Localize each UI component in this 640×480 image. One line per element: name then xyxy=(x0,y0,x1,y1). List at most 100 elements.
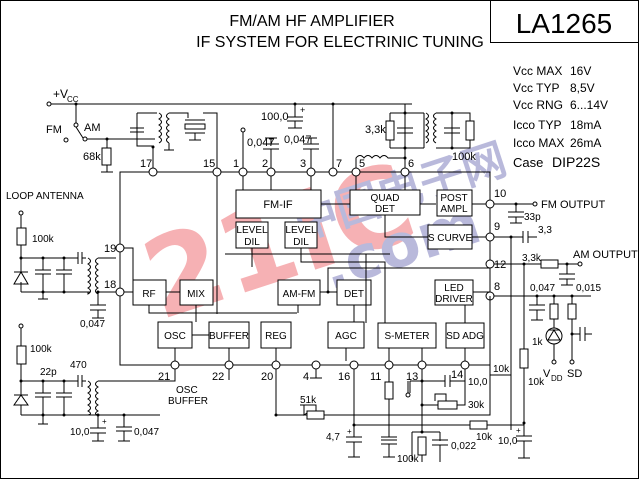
pin-19: 19 xyxy=(104,243,116,255)
output-network: FM OUTPUT 33p 3,3 3,3k AM OUTPUT 0,015 0… xyxy=(489,199,638,459)
top-pins: 17 15 1 2 3 7 5 6 xyxy=(140,158,414,177)
c-0022-label: 0,022 xyxy=(451,441,476,452)
spec-label: Case xyxy=(513,155,543,170)
c-10-0-p14-label: 10,0 xyxy=(468,377,488,388)
pin-9: 9 xyxy=(494,221,500,233)
block-mix: MIX xyxy=(179,279,214,306)
pin-15: 15 xyxy=(203,158,215,170)
r-10k-c-label: 10k xyxy=(476,432,493,443)
block-label: REG xyxy=(265,331,287,342)
block-label: LED xyxy=(444,283,463,294)
block-label: AM-FM xyxy=(283,289,316,300)
block-label: S-METER xyxy=(385,331,430,342)
pin-8: 8 xyxy=(494,281,500,293)
svg-text:+: + xyxy=(347,427,352,436)
block-rf: RF xyxy=(132,279,167,306)
c-4-7-label: 4,7 xyxy=(326,432,340,443)
block-label: AGC xyxy=(335,331,357,342)
spec-value: 18mA xyxy=(570,118,601,132)
svg-text:+: + xyxy=(516,426,521,435)
c-3-3-label: 3,3 xyxy=(538,225,552,236)
part-number: LA1265 xyxy=(516,8,613,39)
block-det: DET xyxy=(336,279,372,306)
svg-text:+: + xyxy=(300,105,305,115)
c-10-0-right-label: 10,0 xyxy=(498,436,518,447)
block-am-fm: AM-FM xyxy=(277,279,321,306)
block-reg: REG xyxy=(260,321,292,349)
loop-antenna-label: LOOP ANTENNA xyxy=(6,191,84,202)
c-100-label: 100,0 xyxy=(261,111,289,123)
block-label: LEVEL xyxy=(236,225,268,236)
block-fm-if: FM-IF xyxy=(235,189,322,219)
block-level-dil-2: LEVEL DIL xyxy=(284,221,318,249)
pin-14: 14 xyxy=(451,369,463,381)
left-pins: 19 18 xyxy=(104,243,125,297)
pin-3: 3 xyxy=(300,158,306,170)
pin-12: 12 xyxy=(494,259,506,271)
pin-22: 22 xyxy=(212,371,224,383)
block-label: DRIVER xyxy=(435,294,473,305)
spec-value: 6...14V xyxy=(570,98,608,112)
r-30k-label: 30k xyxy=(468,400,485,411)
block-level-dil-1: LEVEL DIL xyxy=(235,221,269,249)
vdd-label: V xyxy=(543,368,551,380)
block-s-meter: S-METER xyxy=(377,322,437,349)
spec-value: 8,5V xyxy=(570,81,595,95)
block-label: DET xyxy=(375,204,395,215)
antenna-network: LOOP ANTENNA 100k 0,047 xyxy=(6,191,116,330)
block-led-driver: LED DRIVER xyxy=(434,279,474,306)
spec-label: Icco TYP xyxy=(513,118,561,132)
pin-20: 20 xyxy=(261,371,273,383)
r-1k-label: 1k xyxy=(532,337,544,348)
block-label: S CURVE xyxy=(428,233,473,244)
block-label: DET xyxy=(344,289,364,300)
block-label: DIL xyxy=(244,237,260,248)
block-label: POST xyxy=(440,193,467,204)
pin-17: 17 xyxy=(140,158,152,170)
bottom-pins: 21 22 20 4 16 11 13 14 xyxy=(158,360,470,383)
svg-text:+: + xyxy=(102,417,107,426)
pin-4: 4 xyxy=(303,371,309,383)
spec-value: DIP22S xyxy=(552,154,600,170)
vcc-label: +V xyxy=(53,87,68,101)
bottom-network: 51k 10k + 4,7 10,0 30k 100k 0,022 xyxy=(228,369,524,465)
block-osc: OSC xyxy=(157,321,193,349)
pin-10: 10 xyxy=(494,188,506,200)
c-0047-a-label: 0,047 xyxy=(247,137,275,149)
fm-switch-label: FM xyxy=(46,124,62,136)
block-label: LEVEL xyxy=(285,225,317,236)
title-line-1: FM/AM HF AMPLIFIER xyxy=(229,13,394,30)
block-label: SD ADG xyxy=(446,331,484,342)
c-33p-label: 33p xyxy=(524,212,541,223)
pin-5: 5 xyxy=(359,158,365,170)
spec-label: Vcc TYP xyxy=(513,81,559,95)
am-switch-label: AM xyxy=(84,122,101,134)
pin-2: 2 xyxy=(262,158,268,170)
block-label: FM-IF xyxy=(263,199,293,211)
r-68k-label: 68k xyxy=(83,151,101,163)
c-0047-right-label: 0,047 xyxy=(530,283,555,294)
spec-table: Vcc MAX 16V Vcc TYP 8,5V Vcc RNG 6...14V… xyxy=(513,64,608,170)
c-0047-left-label: 0,047 xyxy=(134,427,159,438)
r-100k-ant-label: 100k xyxy=(32,234,55,245)
block-agc: AGC xyxy=(327,321,365,349)
supply-network: +V CC FM AM 68k xyxy=(46,87,476,173)
sd-label: SD xyxy=(567,368,582,380)
part-number-box xyxy=(490,0,639,43)
r-3-3k-top-label: 3,3k xyxy=(365,124,386,136)
osc-network: 100k 22p 470 + 10,0 0,047 xyxy=(13,323,176,442)
pin-6: 6 xyxy=(408,158,414,170)
c-470-label: 470 xyxy=(70,360,87,371)
osc-buffer-label-2: BUFFER xyxy=(168,396,208,407)
pin-16: 16 xyxy=(338,371,350,383)
fm-output-label: FM OUTPUT xyxy=(541,199,605,211)
block-label: BUFFER xyxy=(209,331,249,342)
pin-11: 11 xyxy=(370,371,381,383)
r-3-3k-am-label: 3,3k xyxy=(522,253,542,264)
am-output-label: AM OUTPUT xyxy=(573,249,638,261)
block-label: OSC xyxy=(164,331,186,342)
c-0047-b-label: 0,047 xyxy=(284,134,312,146)
block-label: MIX xyxy=(187,289,205,300)
